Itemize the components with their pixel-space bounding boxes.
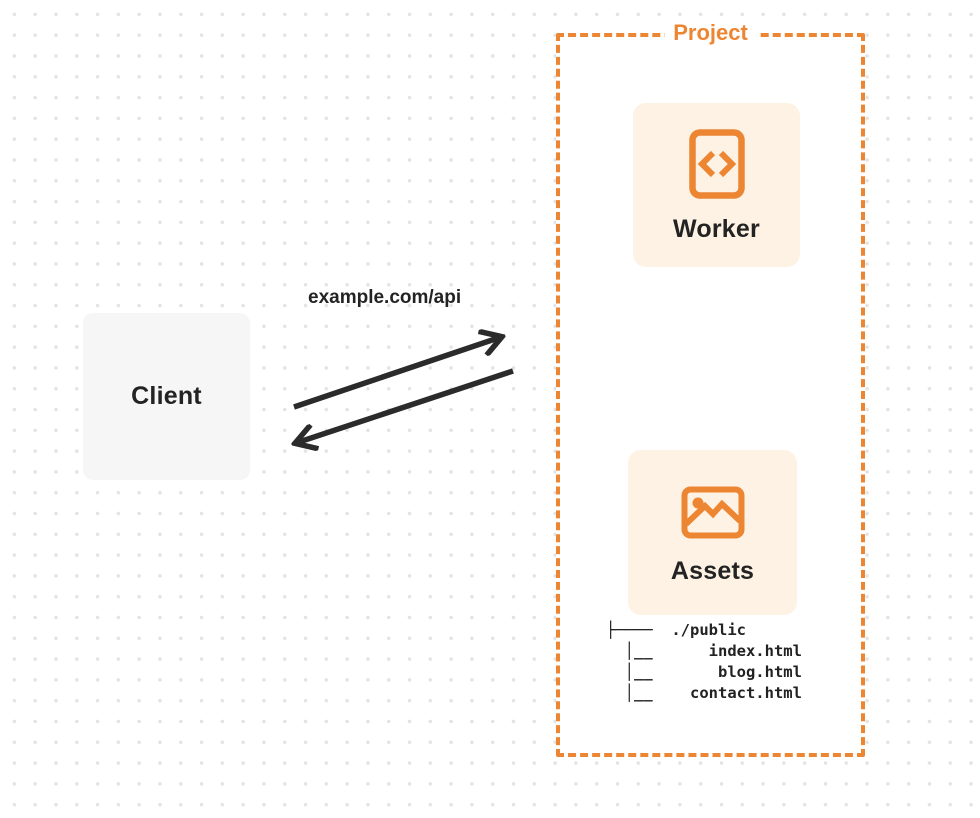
project-container: Project Worker Assets ├──── ./public │__… [556,20,865,757]
response-arrow [296,368,514,443]
image-icon [681,486,744,539]
code-file-icon [688,129,745,199]
worker-node: Worker [633,103,800,267]
assets-file-tree: ├──── ./public │__ index.html │__ blog.h… [606,620,802,704]
worker-label: Worker [673,215,760,243]
client-node: Client [83,313,250,480]
file-tree-line: │__ contact.html [606,684,802,702]
client-label: Client [131,382,202,410]
file-tree-line: │__ blog.html [606,663,802,681]
assets-label: Assets [670,557,755,585]
request-url-label: example.com/api [308,287,462,308]
file-tree-line: │__ index.html [606,642,802,660]
request-arrow [293,337,501,410]
assets-node: Assets [628,450,797,615]
file-tree-line: ├──── ./public [606,621,746,639]
project-label: Project [664,20,757,46]
